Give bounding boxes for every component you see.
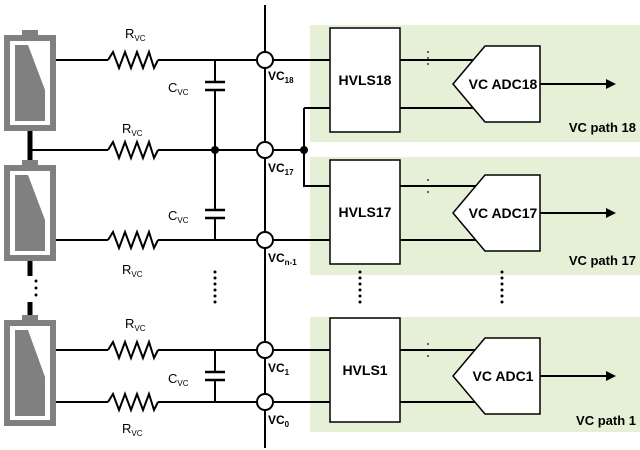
resistor-label: RVC <box>122 421 143 438</box>
resistor-label: RVC <box>125 316 146 333</box>
pin-label-vcn-1: VCn-1 <box>268 251 297 267</box>
hvls1-label: HVLS1 <box>342 362 387 378</box>
pin-label-vc0: VC0 <box>268 413 290 429</box>
adc17-label: VC ADC17 <box>469 205 538 221</box>
adc17-block <box>452 174 541 252</box>
battery-cell-middle <box>4 160 56 261</box>
pin-label-vc17: VC17 <box>268 161 294 177</box>
vertical-ellipsis <box>34 270 504 304</box>
hvls18-block <box>329 27 401 133</box>
adc18-label: VC ADC18 <box>469 76 538 92</box>
connection-ellipsis <box>427 51 429 357</box>
hvls18-label: HVLS18 <box>339 72 392 88</box>
vc-path-18-label: VC path 18 <box>569 120 636 135</box>
pin-label-vc1: VC1 <box>268 361 290 377</box>
capacitor-label: CVC <box>168 371 189 388</box>
capacitor-label: CVC <box>168 208 189 225</box>
resistor-label: RVC <box>125 26 146 43</box>
vc-path-1-label: VC path 1 <box>576 413 636 428</box>
resistor-label: RVC <box>122 121 143 138</box>
resistor-label: RVC <box>122 262 143 279</box>
hvls1-block <box>329 317 401 423</box>
battery-cell-top <box>4 30 56 131</box>
adc1-block <box>452 337 541 415</box>
hvls17-block <box>329 159 401 265</box>
pin-label-vc18: VC18 <box>268 69 294 85</box>
battery-cell-bottom <box>4 315 56 426</box>
adc1-label: VC ADC1 <box>473 368 534 384</box>
capacitor-label: CVC <box>168 80 189 97</box>
hvls17-label: HVLS17 <box>339 204 392 220</box>
vc-path-17-label: VC path 17 <box>569 253 636 268</box>
adc18-block <box>452 45 541 123</box>
